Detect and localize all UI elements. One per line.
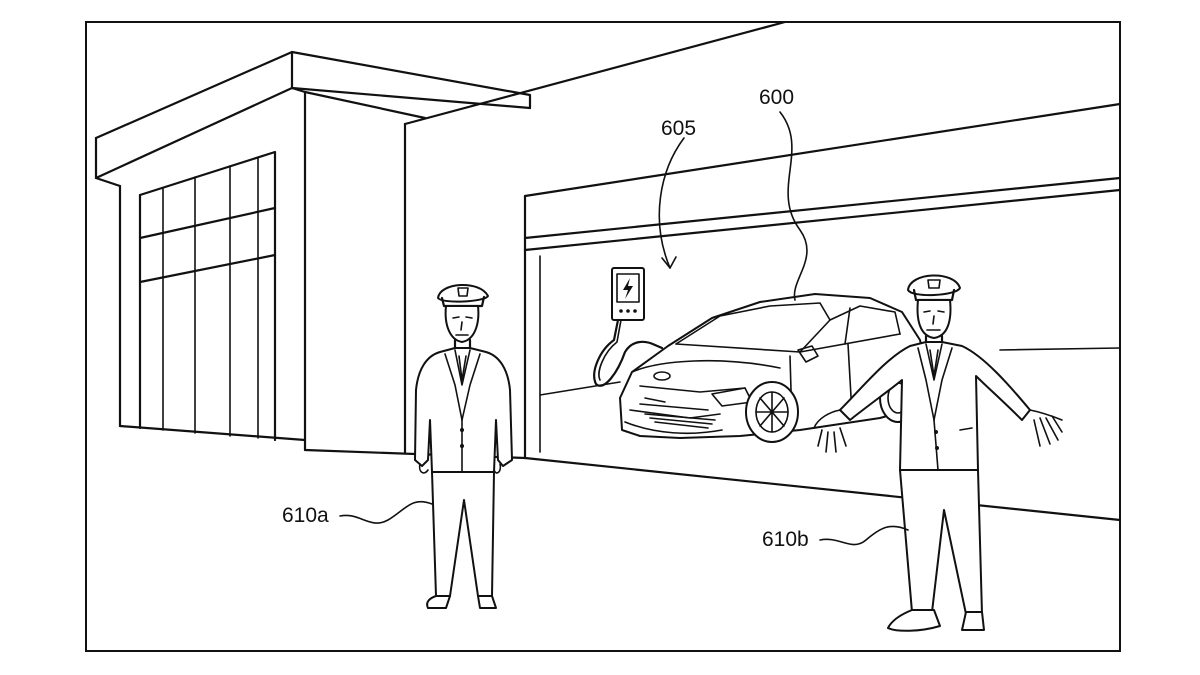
leader-lines <box>339 111 909 546</box>
building-left <box>94 50 532 454</box>
attendant-left <box>414 283 513 609</box>
label-600: 600 <box>759 86 794 109</box>
label-610b: 610b <box>762 528 809 551</box>
charging-station <box>593 267 664 387</box>
label-605: 605 <box>661 117 696 140</box>
attendant-right <box>813 274 1063 632</box>
lightning-bolt-icon <box>623 278 633 299</box>
figure-border <box>85 21 1121 652</box>
label-610a: 610a <box>282 504 329 527</box>
